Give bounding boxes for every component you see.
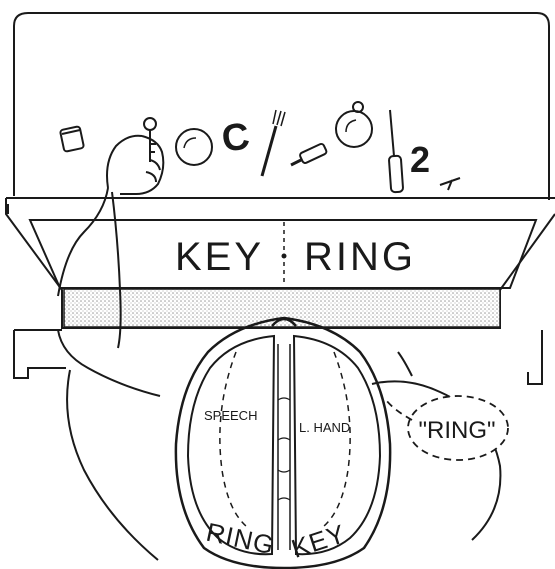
back-panel: [13, 12, 550, 200]
speech-bubble-text: "RING": [418, 417, 495, 444]
right-hemisphere-percept: KEY: [288, 518, 350, 564]
ring-icon: [335, 101, 373, 148]
left-hand-label: L. HAND: [299, 420, 350, 435]
right-hemisphere: [292, 334, 382, 556]
tack-icon: [439, 177, 461, 191]
head: [174, 316, 392, 569]
screen-word-left: KEY: [175, 235, 264, 279]
screen-word-right: RING: [304, 235, 416, 279]
digit-2: 2: [410, 139, 430, 180]
left-arm: [57, 134, 165, 397]
brain: [186, 334, 382, 556]
fixation-point: [281, 253, 287, 259]
table-objects: [59, 101, 461, 194]
left-hemisphere: [186, 334, 276, 556]
speech-label: SPEECH: [204, 408, 257, 423]
key-icon: [143, 117, 157, 162]
bottle-icon: [290, 142, 328, 167]
speech-bubble: [385, 395, 509, 461]
corpus-callosum: [277, 344, 291, 550]
screwdriver-icon: [388, 109, 404, 194]
fork-icon: [260, 109, 286, 177]
letter-c: C: [219, 115, 252, 160]
screen-shade: [63, 288, 501, 328]
cup-icon: [175, 128, 213, 166]
lighter-icon: [59, 125, 85, 153]
